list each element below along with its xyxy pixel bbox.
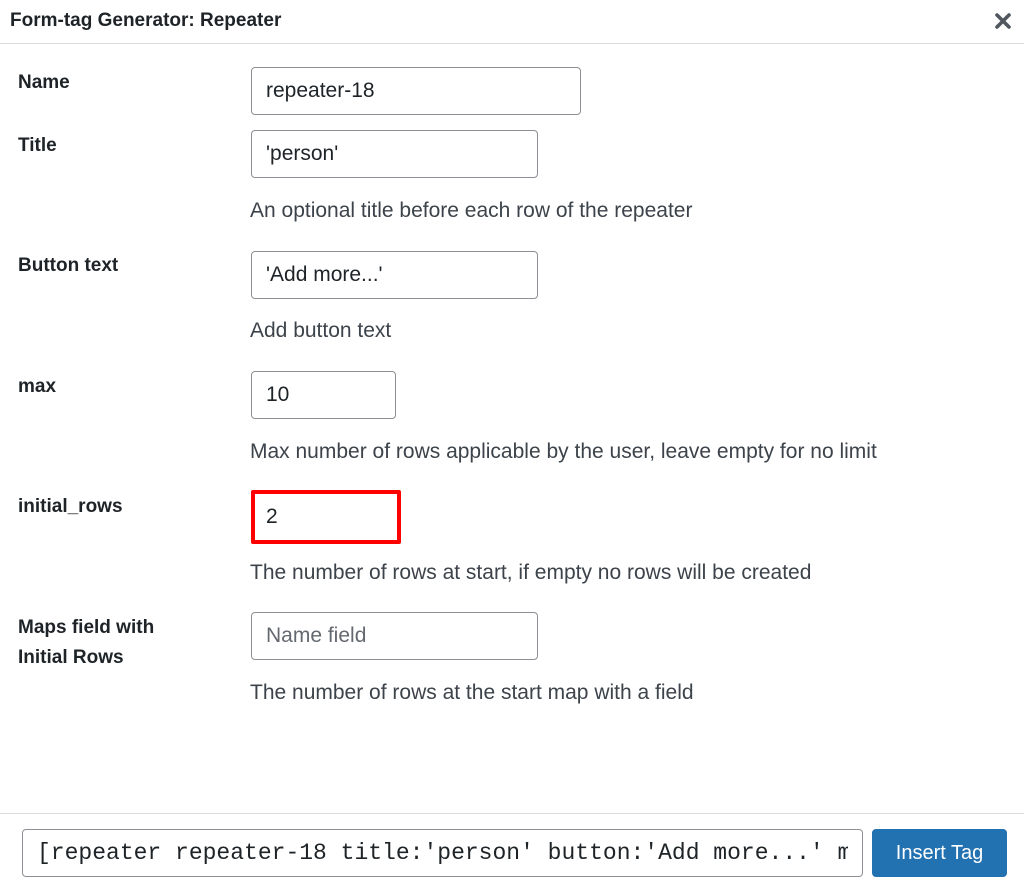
maps-field-label-line2: Initial Rows xyxy=(18,647,124,668)
title-description: An optional title before each row of the… xyxy=(250,199,693,222)
insert-tag-button[interactable]: Insert Tag xyxy=(872,829,1007,877)
maps-field-description: The number of rows at the start map with… xyxy=(250,681,694,704)
name-label: Name xyxy=(18,72,70,93)
max-input[interactable] xyxy=(251,371,396,419)
maps-field-input[interactable] xyxy=(251,612,538,660)
dialog-footer: Insert Tag xyxy=(0,813,1024,885)
button-text-input[interactable] xyxy=(251,251,538,299)
initial-rows-label: initial_rows xyxy=(18,496,123,517)
tag-code-field[interactable] xyxy=(22,829,863,877)
dialog-titlebar: Form-tag Generator: Repeater xyxy=(0,0,1024,44)
max-description: Max number of rows applicable by the use… xyxy=(250,440,877,463)
button-text-description: Add button text xyxy=(250,319,392,342)
initial-rows-description: The number of rows at start, if empty no… xyxy=(250,561,812,584)
close-icon xyxy=(995,13,1011,29)
close-button[interactable] xyxy=(986,4,1020,38)
title-input[interactable] xyxy=(251,130,538,178)
maps-field-label-line1: Maps field with xyxy=(18,617,155,638)
button-text-label: Button text xyxy=(18,255,119,276)
title-label: Title xyxy=(18,135,57,156)
initial-rows-input[interactable] xyxy=(251,490,401,544)
name-input[interactable] xyxy=(251,67,581,115)
max-label: max xyxy=(18,376,57,397)
dialog-title: Form-tag Generator: Repeater xyxy=(10,10,282,31)
